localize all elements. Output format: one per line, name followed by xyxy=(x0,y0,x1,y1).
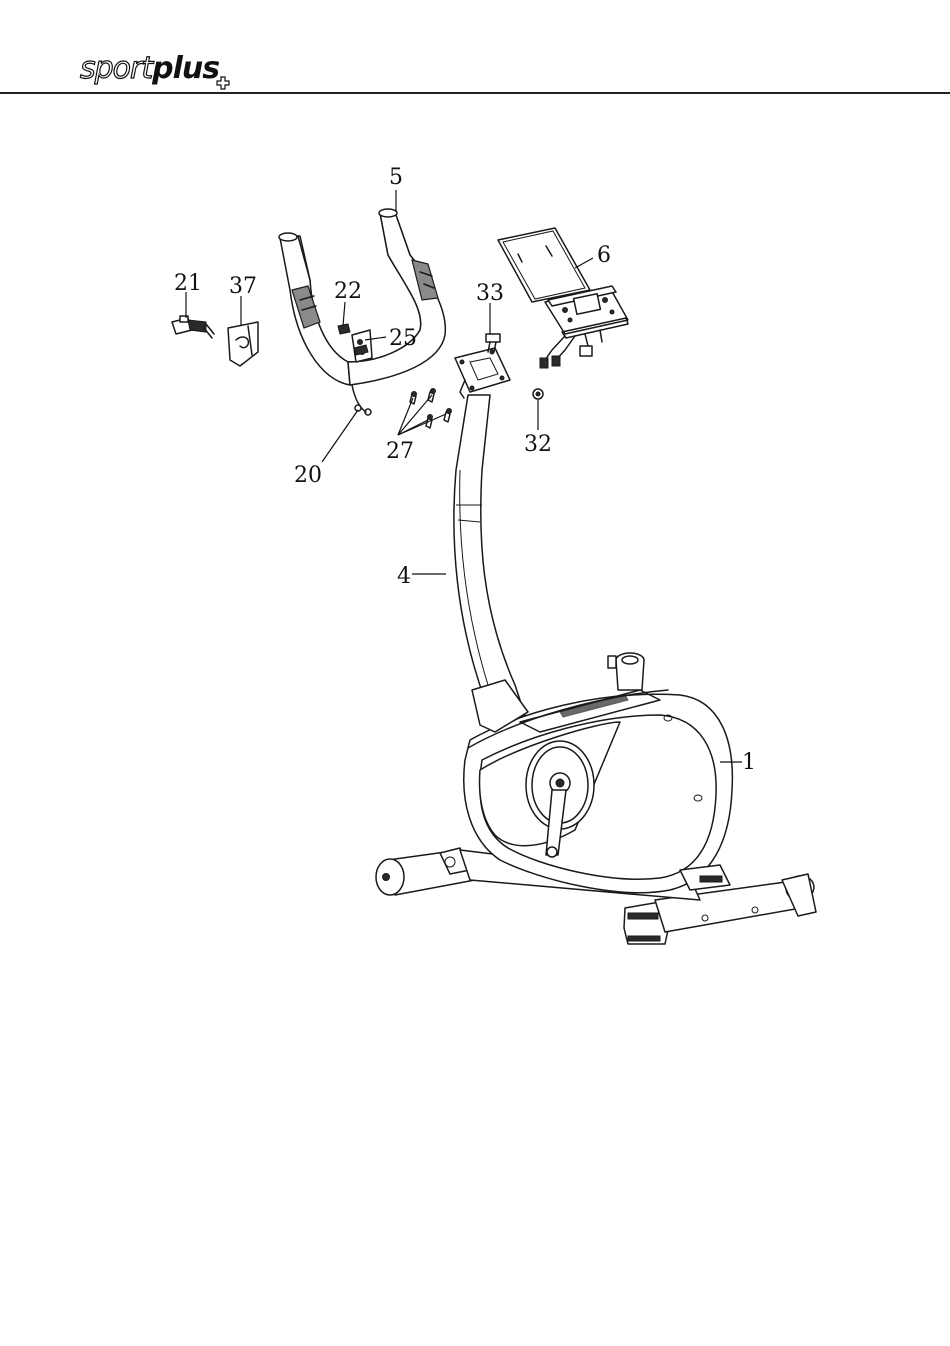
callout-25: 25 xyxy=(389,326,417,351)
callout-20: 20 xyxy=(294,463,322,488)
callout-4: 4 xyxy=(397,564,411,589)
callout-37: 37 xyxy=(229,274,257,299)
screw-part xyxy=(338,324,350,334)
callout-5: 5 xyxy=(389,165,403,190)
bolt-set-part xyxy=(410,389,452,429)
callout-32: 32 xyxy=(524,432,552,457)
callout-33: 33 xyxy=(476,281,504,306)
nut-part xyxy=(533,389,543,399)
callout-21: 21 xyxy=(174,271,202,296)
handlebar xyxy=(279,209,445,415)
bracket-part xyxy=(352,330,372,362)
upright-post xyxy=(454,348,528,732)
tension-knob-part xyxy=(172,316,214,338)
callout-1: 1 xyxy=(742,750,756,775)
callout-27: 27 xyxy=(386,439,414,464)
callout-22: 22 xyxy=(334,279,362,304)
main-frame-housing xyxy=(376,653,816,944)
callout-6: 6 xyxy=(597,243,611,268)
knob-cover-part xyxy=(228,322,258,366)
